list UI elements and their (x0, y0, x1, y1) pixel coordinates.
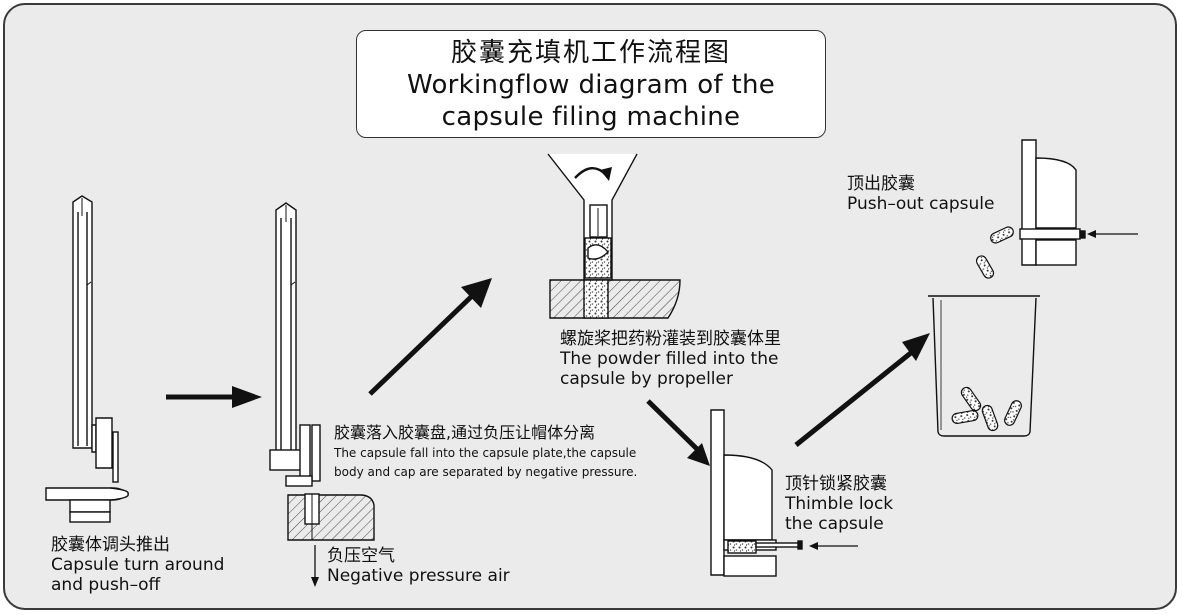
label-push-out: 顶出胶囊 Push–out capsule (847, 174, 994, 214)
flow-arrow-1 (166, 386, 262, 408)
title-en-line1: Workingflow diagram of the (406, 70, 776, 100)
label-negative-air: 负压空气 Negative pressure air (327, 546, 510, 586)
powder-fill-en-1: The powder filled into the (560, 349, 779, 369)
powder-fill-en-2: capsule by propeller (560, 369, 733, 389)
turn-around-zh: 胶囊体调头推出 (51, 535, 170, 555)
title-en-line2: capsule filing machine (441, 102, 741, 132)
collection-beaker (928, 295, 1040, 437)
turn-around-machine (45, 195, 129, 523)
thimble-lock-machine (710, 409, 858, 577)
negative-air-zh: 负压空气 (327, 546, 395, 566)
thimble-lock-en-1: Thimble lock (785, 494, 894, 514)
falling-capsules (975, 226, 1014, 279)
thimble-lock-en-2: the capsule (785, 514, 884, 534)
flow-arrow-3 (646, 399, 710, 466)
powder-filling-machine (547, 153, 681, 319)
push-out-en: Push–out capsule (847, 194, 995, 214)
thimble-lock-zh: 顶针锁紧胶囊 (785, 474, 887, 494)
turn-around-en-1: Capsule turn around (51, 555, 225, 575)
label-thimble-lock: 顶针锁紧胶囊 Thimble lock the capsule (785, 474, 893, 534)
turn-around-en-2: and push–off (51, 575, 161, 595)
negative-air-en: Negative pressure air (327, 566, 510, 586)
capsule-plate-machine (269, 202, 375, 580)
push-out-zh: 顶出胶囊 (847, 174, 915, 194)
flow-arrow-4 (794, 333, 930, 447)
thimble-arrowhead (809, 542, 818, 550)
label-turn-around: 胶囊体调头推出 Capsule turn around and push–off (51, 535, 224, 595)
push-out-machine (1019, 139, 1138, 266)
negative-pressure-arrowhead (311, 577, 319, 587)
rotation-arrowhead (600, 167, 612, 181)
label-separate: 胶囊落入胶囊盘,通过负压让帽体分离 The capsule fall into … (334, 422, 637, 482)
flow-arrow-2 (368, 278, 492, 396)
title-zh: 胶囊充填机工作流程图 (450, 38, 731, 68)
separate-en-1: The capsule fall into the capsule plate,… (334, 446, 637, 460)
label-powder-fill: 螺旋桨把药粉灌装到胶囊体里 The powder filled into the… (560, 329, 781, 389)
separate-zh: 胶囊落入胶囊盘,通过负压让帽体分离 (334, 423, 596, 442)
powder-fill-zh: 螺旋桨把药粉灌装到胶囊体里 (560, 329, 781, 349)
separate-en-2: body and cap are separated by negative p… (334, 465, 638, 479)
push-out-arrowhead (1087, 230, 1096, 238)
beaker-capsules (951, 386, 1022, 432)
title-box: 胶囊充填机工作流程图 Workingflow diagram of the ca… (356, 30, 826, 138)
